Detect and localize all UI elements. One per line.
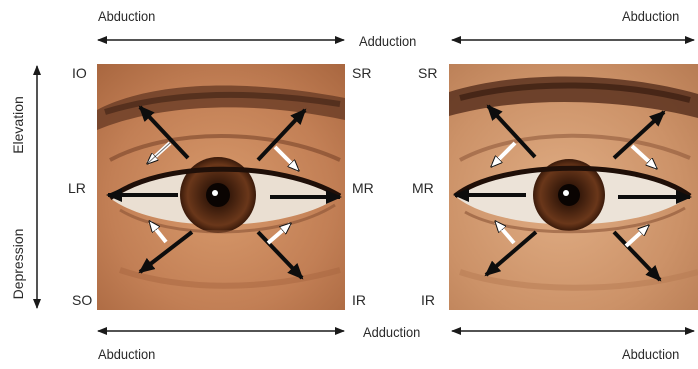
right-eye-photo — [97, 64, 345, 310]
